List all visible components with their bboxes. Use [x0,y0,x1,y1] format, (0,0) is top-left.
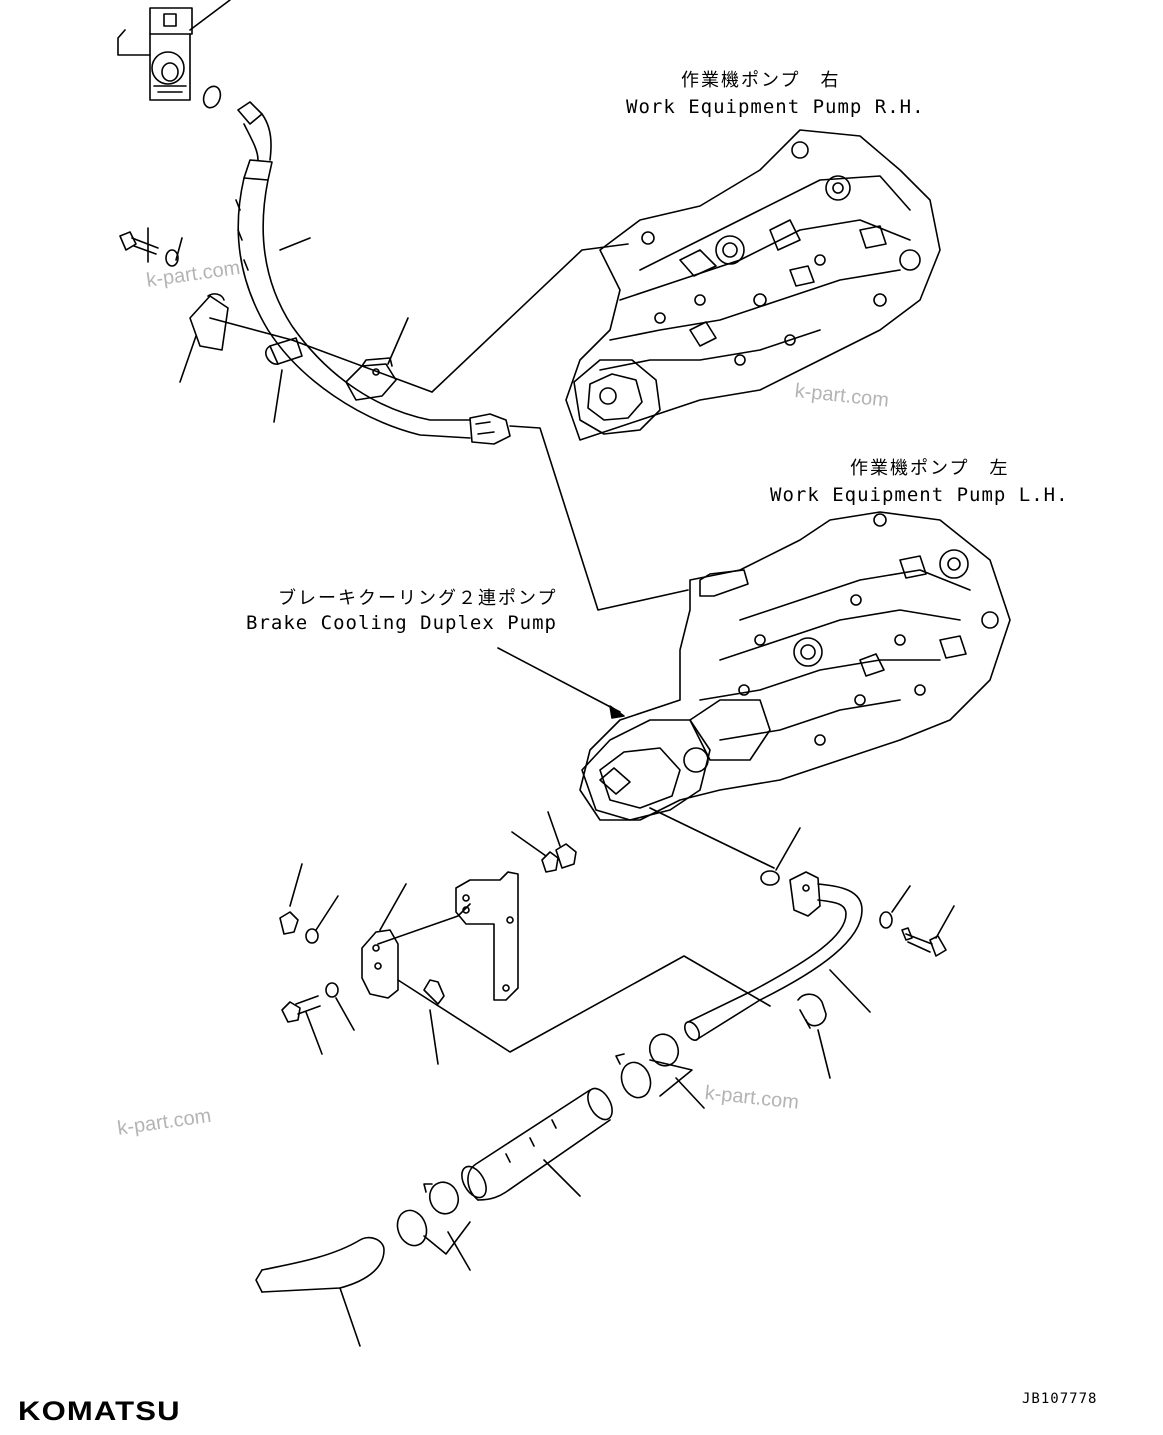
pump-lh-drawing [579,511,1011,821]
upper-hose [235,101,511,445]
lower-tube-assembly [683,827,955,1079]
pump-rh-label-jp: 作業機ポンプ 右 [681,70,841,91]
komatsu-logo: KOMATSU [18,1396,181,1426]
upper-clamp-parts [119,227,433,423]
leader-lines [431,243,775,869]
bracket-parts [279,811,771,1065]
drawing-code: JB107778 [1022,1391,1098,1407]
brake-pump-label-en: Brake Cooling Duplex Pump [246,612,557,634]
pump-lh-label-en: Work Equipment Pump L.H. [770,484,1069,506]
pump-rh-drawing [565,129,941,441]
pump-lh-label-jp: 作業機ポンプ 左 [850,458,1010,479]
brake-pump-label-jp: ブレーキクーリング２連ポンプ [278,588,558,609]
lower-hose-assembly [255,1033,705,1347]
pump-rh-label-en: Work Equipment Pump R.H. [626,96,925,118]
top-fitting [117,0,231,109]
